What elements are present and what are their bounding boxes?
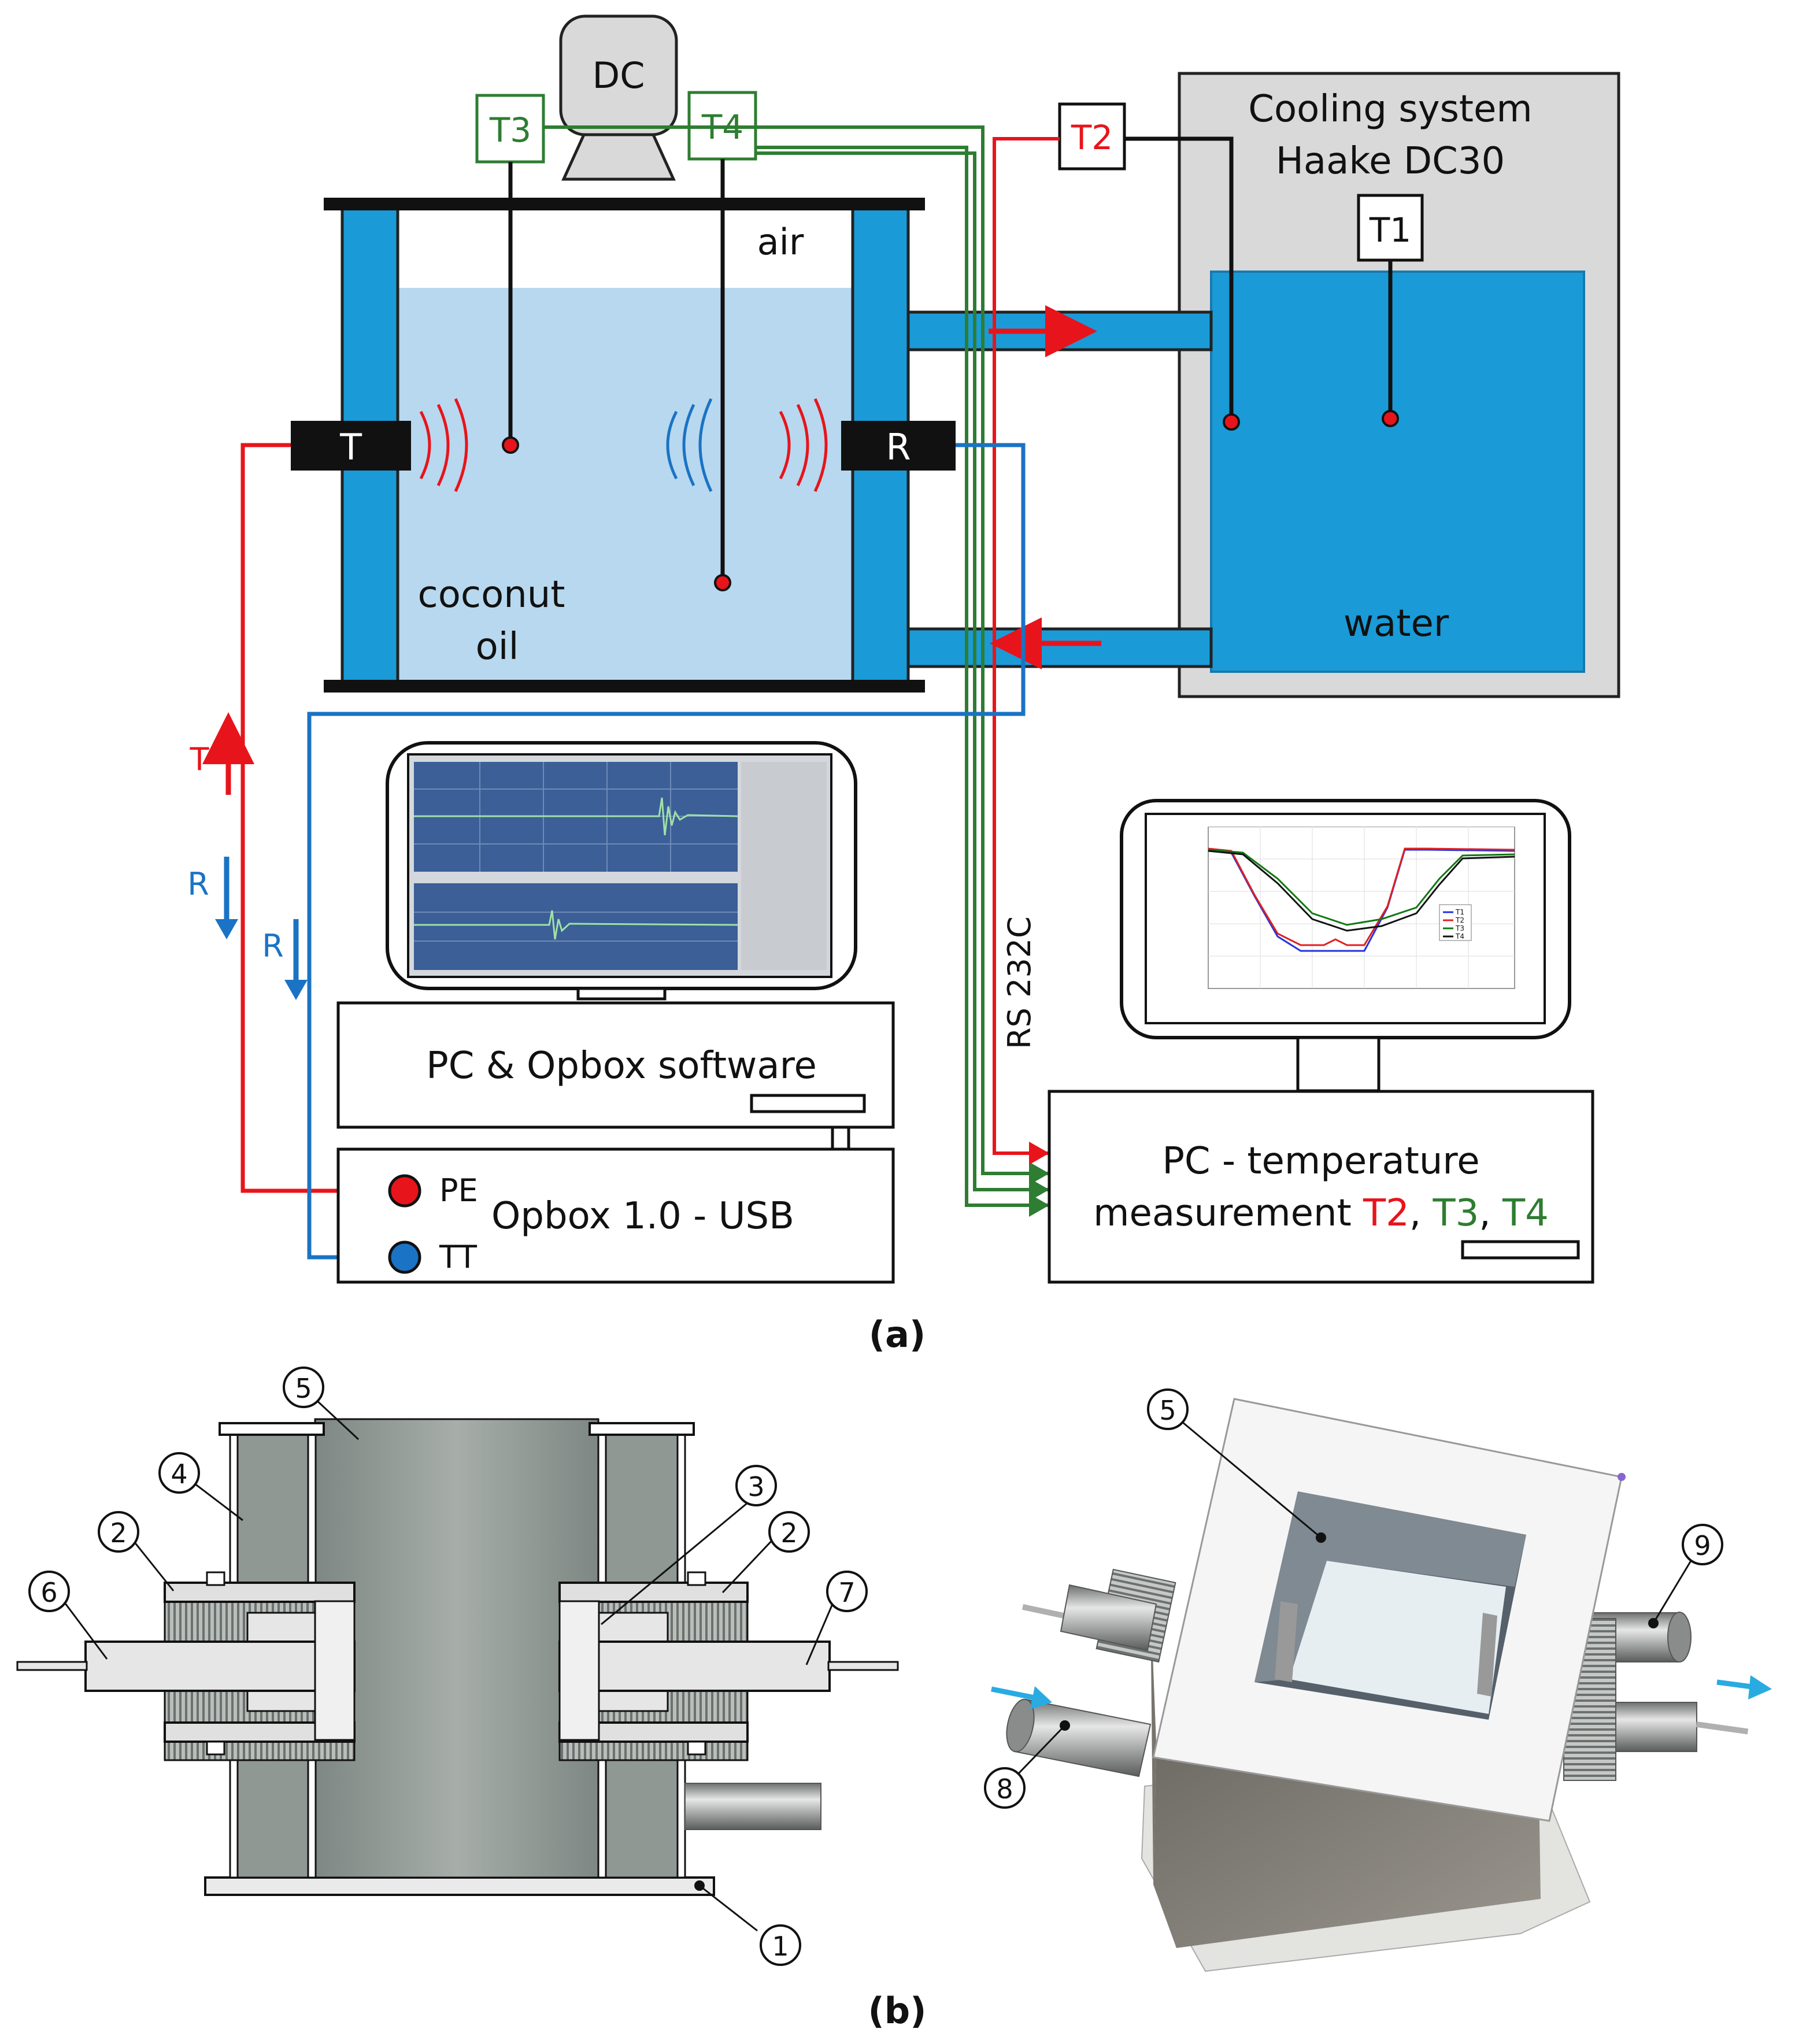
transmitter-transducer [291, 421, 411, 471]
water-bath [1210, 271, 1585, 673]
inner-chamber [314, 1418, 599, 1879]
callout-3: 3 [747, 1471, 764, 1502]
rs232-label: RS 232C [1001, 916, 1038, 1049]
t1-label: T1 [1369, 210, 1411, 250]
callout-2-right: 2 [780, 1517, 797, 1549]
caption-b: (b) [868, 1990, 926, 2032]
transmitter-label: T [339, 426, 362, 468]
caption-a: (a) [869, 1313, 926, 1356]
cooling-system-model: Haake DC30 [1276, 140, 1505, 183]
signal-r1-label: R [187, 866, 209, 902]
t3-label: T3 [489, 110, 531, 150]
callout-6: 6 [40, 1577, 57, 1608]
air-label: air [757, 221, 804, 263]
opbox-waveform-2 [414, 910, 738, 940]
base-plate [204, 1876, 715, 1896]
callout-5-right: 5 [1159, 1395, 1176, 1426]
mini-legend-t1: T1 [1455, 908, 1464, 916]
opbox-waveform-1 [414, 797, 738, 836]
t2-wire [993, 137, 1060, 1155]
mini-legend-t4: T4 [1455, 932, 1464, 940]
tt-port [388, 1241, 421, 1274]
dc-label: DC [592, 54, 645, 97]
left-flange-top [164, 1582, 356, 1603]
schematic-a: Cooling system Haake DC30 water T1 T2 ai… [187, 14, 1620, 1356]
tank-base [324, 680, 925, 693]
right-transducer-rod [558, 1641, 831, 1692]
oil-label-2: oil [476, 625, 519, 668]
signal-r2-label: R [262, 928, 284, 964]
callout-5-left: 5 [295, 1373, 312, 1404]
signal-t-label: T [190, 741, 210, 777]
callout-8: 8 [996, 1773, 1013, 1805]
callout-9: 9 [1694, 1530, 1711, 1561]
wave-received-blue [666, 398, 713, 493]
t1-probe [1382, 410, 1399, 427]
pc-temp-title: PC - temperature [1162, 1140, 1479, 1183]
pc-opbox-drive [750, 1094, 866, 1113]
t3-sensor-box [475, 94, 545, 164]
render-3d-b-right: 5 9 8 [984, 1388, 1772, 1972]
t4-wire-2 [756, 151, 1049, 1191]
tt-label: TT [439, 1239, 478, 1275]
3d-outflow-arrow [1716, 1679, 1752, 1690]
mini-legend-t3: T3 [1455, 924, 1464, 932]
wave-received-red [779, 398, 828, 493]
cooling-system-title: Cooling system [1248, 88, 1532, 131]
receiver-transducer [841, 421, 956, 471]
t4-probe [714, 574, 731, 591]
callout-2-left: 2 [110, 1517, 127, 1549]
t3-wire [543, 125, 1049, 1175]
left-transducer-rod [84, 1641, 356, 1692]
oil-label-1: coconut [418, 573, 565, 616]
pc-temp-subtitle: measurement T2, T3, T4 [1093, 1192, 1549, 1235]
water-label: water [1344, 602, 1449, 645]
pc-opbox-label: PC & Opbox software [426, 1045, 817, 1087]
pipe-return [903, 627, 1213, 668]
t3-probe [502, 436, 519, 454]
transmitter-signal-wire [240, 443, 399, 1193]
coconut-oil [398, 288, 853, 684]
callout-1: 1 [772, 1931, 789, 1962]
t4-wire [756, 146, 1049, 1207]
right-flange-top [558, 1582, 749, 1603]
tank-air-space [398, 211, 853, 288]
receiver-signal-wire [307, 443, 1026, 1260]
3d-inlet-pipe [1013, 1698, 1152, 1778]
opbox-usb-label: Opbox 1.0 - USB [491, 1195, 794, 1238]
receiver-label: R [886, 426, 911, 468]
cross-section-b-left: 5 4 2 6 3 2 7 1 [16, 1367, 899, 1966]
t2-label: T2 [1071, 118, 1113, 157]
3d-inflow-arrow [991, 1686, 1035, 1701]
temp-mini-chart: T1 T2 T3 T4 [1208, 827, 1515, 989]
callout-7: 7 [838, 1577, 855, 1608]
tank-lid [324, 198, 925, 210]
mini-legend-t2: T2 [1455, 916, 1464, 924]
pe-label: PE [439, 1172, 478, 1209]
callout-4: 4 [171, 1458, 187, 1490]
wave-transmitted [419, 398, 468, 493]
pc-temp-drive [1461, 1240, 1580, 1260]
t2-probe [1223, 413, 1240, 431]
t2-sensor-box [1058, 102, 1126, 171]
opbox-usb-box [336, 1147, 895, 1284]
outlet-pipe [684, 1783, 821, 1830]
dc-motor-mount [561, 133, 676, 181]
pe-port [388, 1174, 421, 1208]
